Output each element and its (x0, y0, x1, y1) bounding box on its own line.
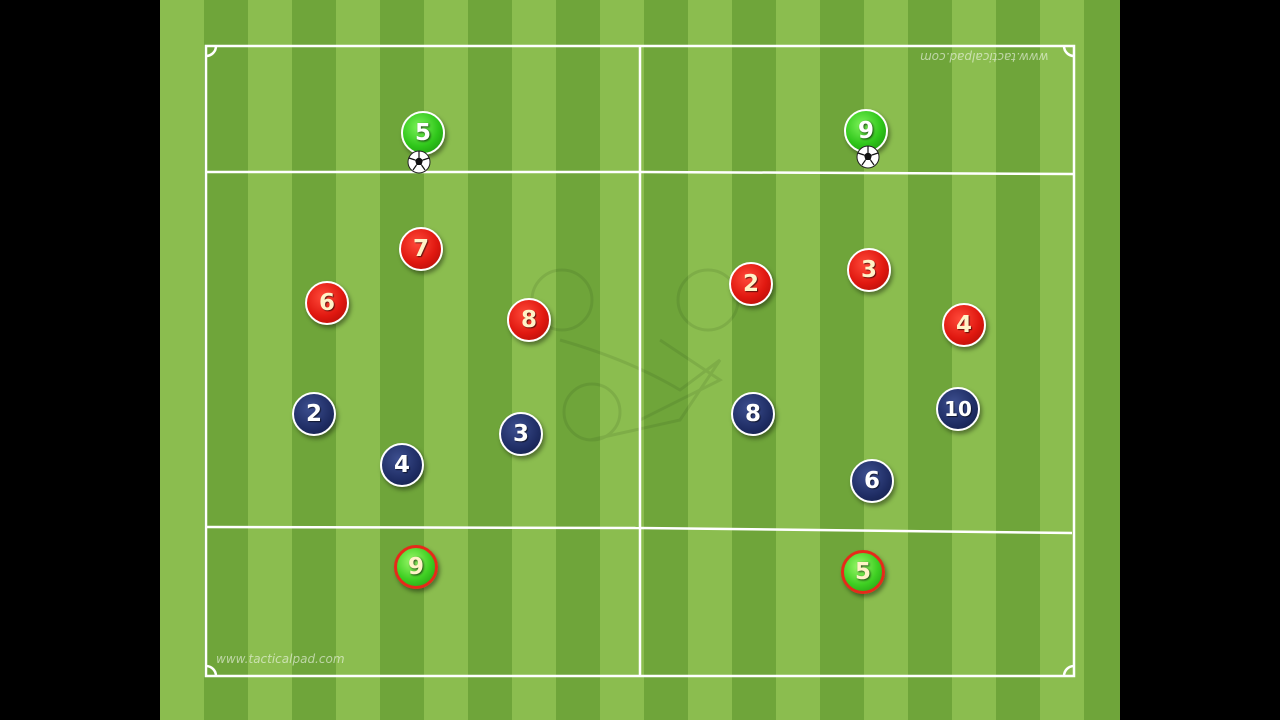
tactical-board: www.tacticalpad.com www.tacticalpad.com … (160, 0, 1120, 720)
player-green-9-bottom[interactable]: 9 (394, 545, 438, 589)
player-red-6[interactable]: 6 (305, 281, 349, 325)
pitch-lines (204, 44, 1076, 678)
soccer-ball-icon[interactable] (407, 150, 431, 174)
player-green-5-bottom[interactable]: 5 (841, 550, 885, 594)
watermark-bottom: www.tacticalpad.com (216, 652, 345, 666)
player-navy-4[interactable]: 4 (380, 443, 424, 487)
player-red-8[interactable]: 8 (507, 298, 551, 342)
watermark-top-mirrored: www.tacticalpad.com (920, 50, 1049, 64)
player-red-7[interactable]: 7 (399, 227, 443, 271)
player-navy-3[interactable]: 3 (499, 412, 543, 456)
player-navy-10[interactable]: 10 (936, 387, 980, 431)
player-red-3[interactable]: 3 (847, 248, 891, 292)
pitch (160, 0, 1120, 720)
player-red-4[interactable]: 4 (942, 303, 986, 347)
player-navy-2[interactable]: 2 (292, 392, 336, 436)
player-navy-8[interactable]: 8 (731, 392, 775, 436)
player-green-5-top[interactable]: 5 (401, 111, 445, 155)
soccer-ball-icon[interactable] (856, 145, 880, 169)
player-navy-6[interactable]: 6 (850, 459, 894, 503)
player-red-2[interactable]: 2 (729, 262, 773, 306)
